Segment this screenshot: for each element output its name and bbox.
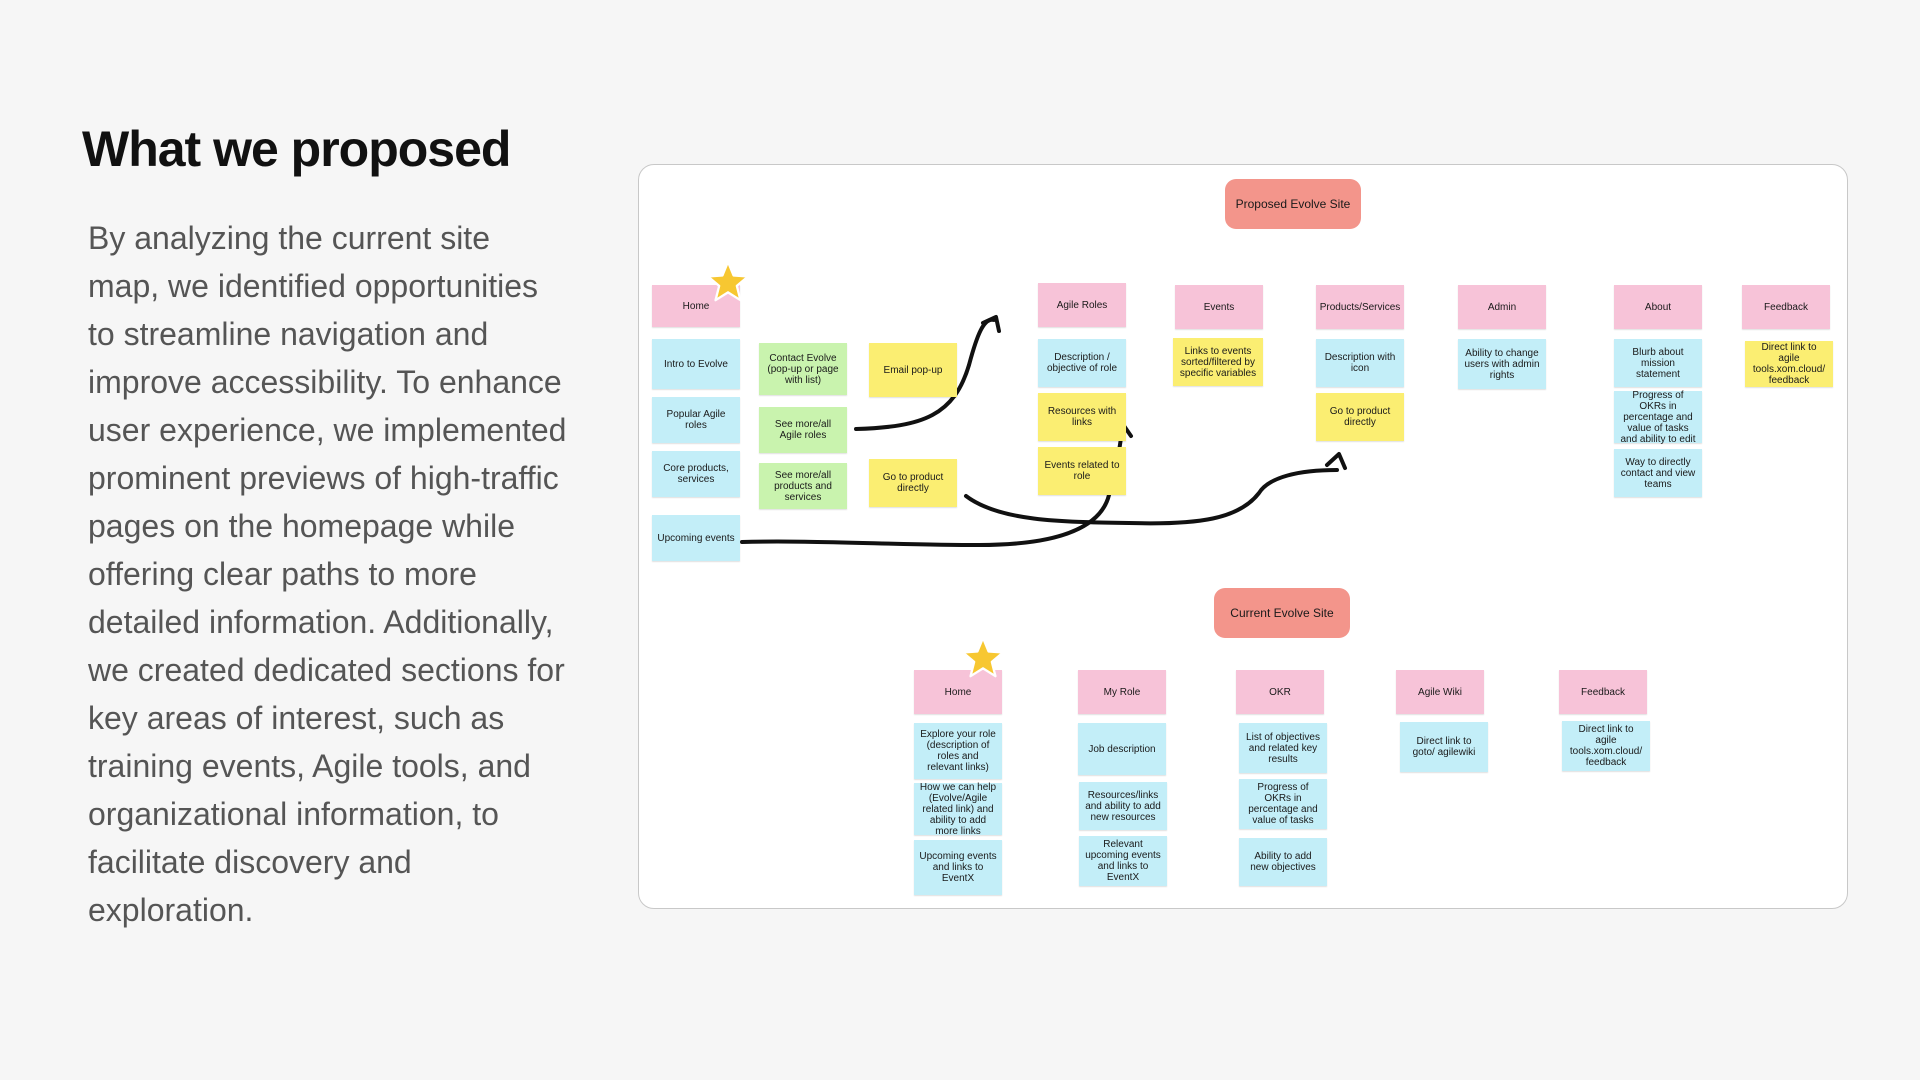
current-my-role-item: Resources/links and ability to add new r… xyxy=(1079,782,1167,830)
current-okr-item: List of objectives and related key resul… xyxy=(1239,723,1327,773)
proposed-admin-item: Ability to change users with admin right… xyxy=(1458,339,1546,389)
proposed-home-item: Upcoming events xyxy=(652,515,740,561)
arrow-see-more-roles-to-agile-roles xyxy=(854,317,996,431)
current-agile-wiki-header: Agile Wiki xyxy=(1396,670,1484,714)
current-home-item: Upcoming events and links to EventX xyxy=(914,840,1002,895)
current-home-item: Explore your role (description of roles … xyxy=(914,723,1002,779)
proposed-contact-evolve: Contact Evolve (pop-up or page with list… xyxy=(759,343,847,395)
arrow-go-to-product-to-products xyxy=(964,468,1339,526)
proposed-see-more-roles: See more/all Agile roles xyxy=(759,407,847,453)
arrowhead-products xyxy=(1325,452,1347,470)
proposed-about-item: Way to directly contact and view teams xyxy=(1614,449,1702,497)
star-icon xyxy=(706,260,750,302)
proposed-site-title: Proposed Evolve Site xyxy=(1225,179,1361,229)
proposed-products-item: Description with icon xyxy=(1316,339,1404,387)
current-home-item: How we can help (Evolve/Agile related li… xyxy=(914,782,1002,837)
proposed-about-header: About xyxy=(1614,285,1702,329)
proposed-email-popup: Email pop-up xyxy=(869,343,957,397)
proposed-admin-header: Admin xyxy=(1458,285,1546,329)
current-okr-item: Progress of OKRs in percentage and value… xyxy=(1239,779,1327,829)
proposed-feedback-header: Feedback xyxy=(1742,285,1830,329)
proposed-home-item: Popular Agile roles xyxy=(652,397,740,443)
current-okr-header: OKR xyxy=(1236,670,1324,714)
proposed-products-header: Products/Services xyxy=(1316,285,1404,329)
proposed-home-item: Intro to Evolve xyxy=(652,339,740,389)
proposed-events-item: Links to events sorted/filtered by speci… xyxy=(1173,338,1263,386)
proposed-feedback-item: Direct link to agile tools.xom.cloud/ fe… xyxy=(1745,341,1833,387)
proposed-see-more-products: See more/all products and services xyxy=(759,463,847,509)
proposed-agile-roles-header: Agile Roles xyxy=(1038,283,1126,327)
arrowhead-agile-roles xyxy=(981,315,1001,333)
current-site-title: Current Evolve Site xyxy=(1214,588,1350,638)
proposed-events-header: Events xyxy=(1175,285,1263,329)
page-title: What we proposed xyxy=(82,121,511,177)
current-feedback-item: Direct link to agile tools.xom.cloud/ fe… xyxy=(1562,721,1650,771)
proposed-about-item: Progress of OKRs in percentage and value… xyxy=(1614,390,1702,445)
current-my-role-header: My Role xyxy=(1078,670,1166,714)
current-agile-wiki-item: Direct link to goto/ agilewiki xyxy=(1400,722,1488,772)
proposed-home-item: Core products, services xyxy=(652,451,740,497)
current-feedback-header: Feedback xyxy=(1559,670,1647,714)
proposed-go-to-product: Go to product directly xyxy=(869,459,957,507)
proposed-products-item: Go to product directly xyxy=(1316,393,1404,441)
current-home-header: Home xyxy=(914,670,1002,714)
star-icon xyxy=(961,636,1005,678)
proposed-about-item: Blurb about mission statement xyxy=(1614,339,1702,387)
proposed-agile-roles-item: Events related to role xyxy=(1038,447,1126,495)
current-okr-item: Ability to add new objectives xyxy=(1239,838,1327,886)
site-map-board: Proposed Evolve Site Home Intro to Evolv… xyxy=(638,164,1848,909)
current-my-role-item: Job description xyxy=(1078,723,1166,775)
proposed-agile-roles-item: Description / objective of role xyxy=(1038,339,1126,387)
current-my-role-item: Relevant upcoming events and links to Ev… xyxy=(1079,836,1167,886)
proposed-agile-roles-item: Resources with links xyxy=(1038,393,1126,441)
page-description: By analyzing the current site map, we id… xyxy=(88,220,567,928)
